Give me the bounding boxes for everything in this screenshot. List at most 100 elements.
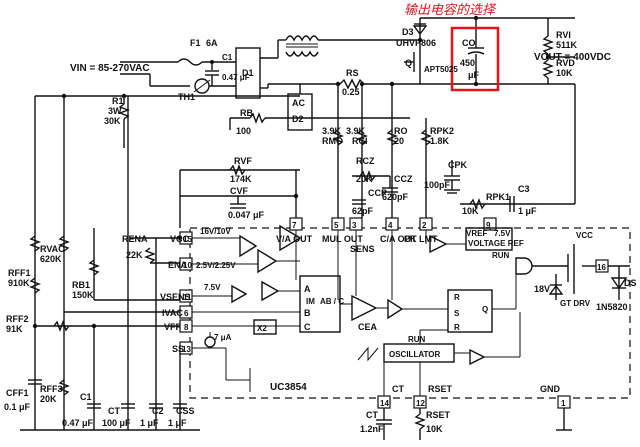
pin-13-num: 13 — [182, 345, 191, 354]
boost-diode-part: UHVP806 — [396, 38, 436, 48]
rff1-value: 910K — [8, 278, 30, 288]
mult-out-label: AB / C — [320, 297, 344, 306]
thermistor-ref: TH1 — [178, 92, 195, 102]
pin-10-num: 10 — [183, 261, 192, 270]
rff2-value: 91K — [6, 324, 23, 334]
pin-13-label: SS — [172, 344, 184, 354]
rcz-ref: RCZ — [356, 156, 375, 166]
pin-14-num: 14 — [380, 399, 389, 408]
vcc-out-label: VCC — [576, 231, 593, 240]
mosfet-part: APT5025 — [424, 65, 458, 74]
ac-label: AC — [292, 98, 305, 108]
c2-ref: C2 — [152, 406, 164, 416]
rb1-value: 150K — [72, 290, 94, 300]
gt-drv-label: GT DRV — [560, 299, 591, 308]
rpk1-ref: RPK1 — [486, 192, 510, 202]
pin-11-num: 11 — [183, 293, 192, 302]
pin-5-num: 5 — [334, 221, 339, 230]
rvac-value: 620K — [40, 254, 62, 264]
ct1-value: 100 μF — [102, 418, 131, 428]
ccz-ref: CCZ — [394, 174, 413, 184]
pin-15-label: VCC — [170, 234, 190, 244]
ro-value: 20 — [394, 136, 404, 146]
mosfet-ref: Q — [405, 58, 412, 68]
pin-10-label: ENA — [168, 260, 188, 270]
rvf-value: 174K — [230, 174, 252, 184]
vsens-ref-label: 7.5V — [204, 283, 221, 292]
css-ref: CSS — [176, 406, 195, 416]
ccz-value: 620pF — [382, 192, 409, 202]
ro-ref: RO — [394, 126, 408, 136]
pin-16-num: 16 — [597, 263, 606, 272]
fuse-value: 6A — [206, 38, 218, 48]
run-label: RUN — [408, 335, 426, 344]
rb-value: 100 — [236, 126, 251, 136]
d2-label: D2 — [292, 114, 304, 124]
mult-b-label: B — [304, 308, 311, 318]
x2-label: X2 — [257, 324, 267, 333]
cpk-value: 100pF — [424, 180, 451, 190]
latch-s-label: S — [454, 309, 460, 318]
pin-1-label: GND — [540, 384, 561, 394]
mult-im-label: IM — [306, 297, 315, 306]
cvf-value: 0.047 μF — [228, 210, 265, 220]
rset-ref: RSET — [426, 410, 451, 420]
vout-label: VOUT = 400VDC — [534, 52, 611, 63]
r1-ref: R1 — [112, 96, 124, 106]
rena-value: 22K — [126, 250, 143, 260]
mult-a-label: A — [304, 284, 311, 294]
latch-r2-label: R — [454, 323, 460, 332]
rpk1-value: 10K — [462, 206, 479, 216]
rpk2-value: 1.8K — [430, 136, 450, 146]
latch-q-label: Q — [482, 305, 488, 314]
pin-3-num: 3 — [352, 221, 357, 230]
rb-ref: RB — [240, 108, 253, 118]
cvf-ref: CVF — [230, 186, 249, 196]
r1-v2: 30K — [104, 116, 121, 126]
rff3-ref: RFF3 — [40, 384, 63, 394]
ds-part: 1N5820 — [596, 302, 628, 312]
pin-2-label: PK LMT — [404, 234, 438, 244]
vin-label: VIN = 85-270VAC — [70, 63, 150, 74]
rff3-value: 20K — [40, 394, 57, 404]
ic-name: UC3854 — [270, 382, 307, 393]
rvi-ref: RVI — [556, 30, 571, 40]
rvf-ref: RVF — [234, 156, 252, 166]
output-cap-value: 450 — [460, 58, 475, 68]
pin-6-num: 6 — [184, 309, 189, 318]
pin-14-label: CT — [392, 384, 404, 394]
annotation-caption: 输出电容的选择 — [404, 2, 497, 18]
latch-r-label: R — [454, 293, 460, 302]
pin-2-num: 2 — [422, 221, 427, 230]
ena-threshold-label: 2.5V/2.25V — [196, 261, 236, 270]
cff1-ref: CFF1 — [6, 388, 29, 398]
output-cap-highlight — [450, 26, 500, 92]
pin-7-num: 7 — [292, 221, 297, 230]
ds-ref: DS — [624, 278, 637, 288]
rff2-ref: RFF2 — [6, 314, 29, 324]
ct-value: 1.2nF — [360, 424, 384, 434]
output-cap-ref: CO — [462, 38, 476, 48]
rvac-ref: RVAC — [40, 244, 65, 254]
boost-diode-ref: D3 — [402, 27, 414, 37]
rff1-ref: RFF1 — [8, 268, 31, 278]
rvi-value: 511K — [556, 40, 578, 50]
pin-3-label: SENS — [350, 244, 375, 254]
mult-c-label: C — [304, 322, 311, 332]
rci-value: 3.9K — [346, 126, 366, 136]
voltage-ref-label: VOLTAGE REF — [468, 239, 524, 248]
fuse-ref: F1 — [190, 38, 201, 48]
ccp-ref: CCP — [368, 188, 387, 198]
vref-volt-label: 7.5V — [494, 229, 511, 238]
pin-8-num: 8 — [184, 323, 189, 332]
rs-value: 0.25 — [342, 87, 360, 97]
input-cap-ref: C1 — [222, 53, 233, 62]
uvlo-label: 16V/10V — [200, 227, 231, 236]
pin-9-label: VREF — [466, 229, 487, 238]
pin-7-label: V/A OUT — [276, 234, 313, 244]
rvd-ref: RVD — [556, 58, 575, 68]
oscillator-label: OSCILLATOR — [389, 350, 440, 359]
rena-ref: RENA — [122, 234, 148, 244]
